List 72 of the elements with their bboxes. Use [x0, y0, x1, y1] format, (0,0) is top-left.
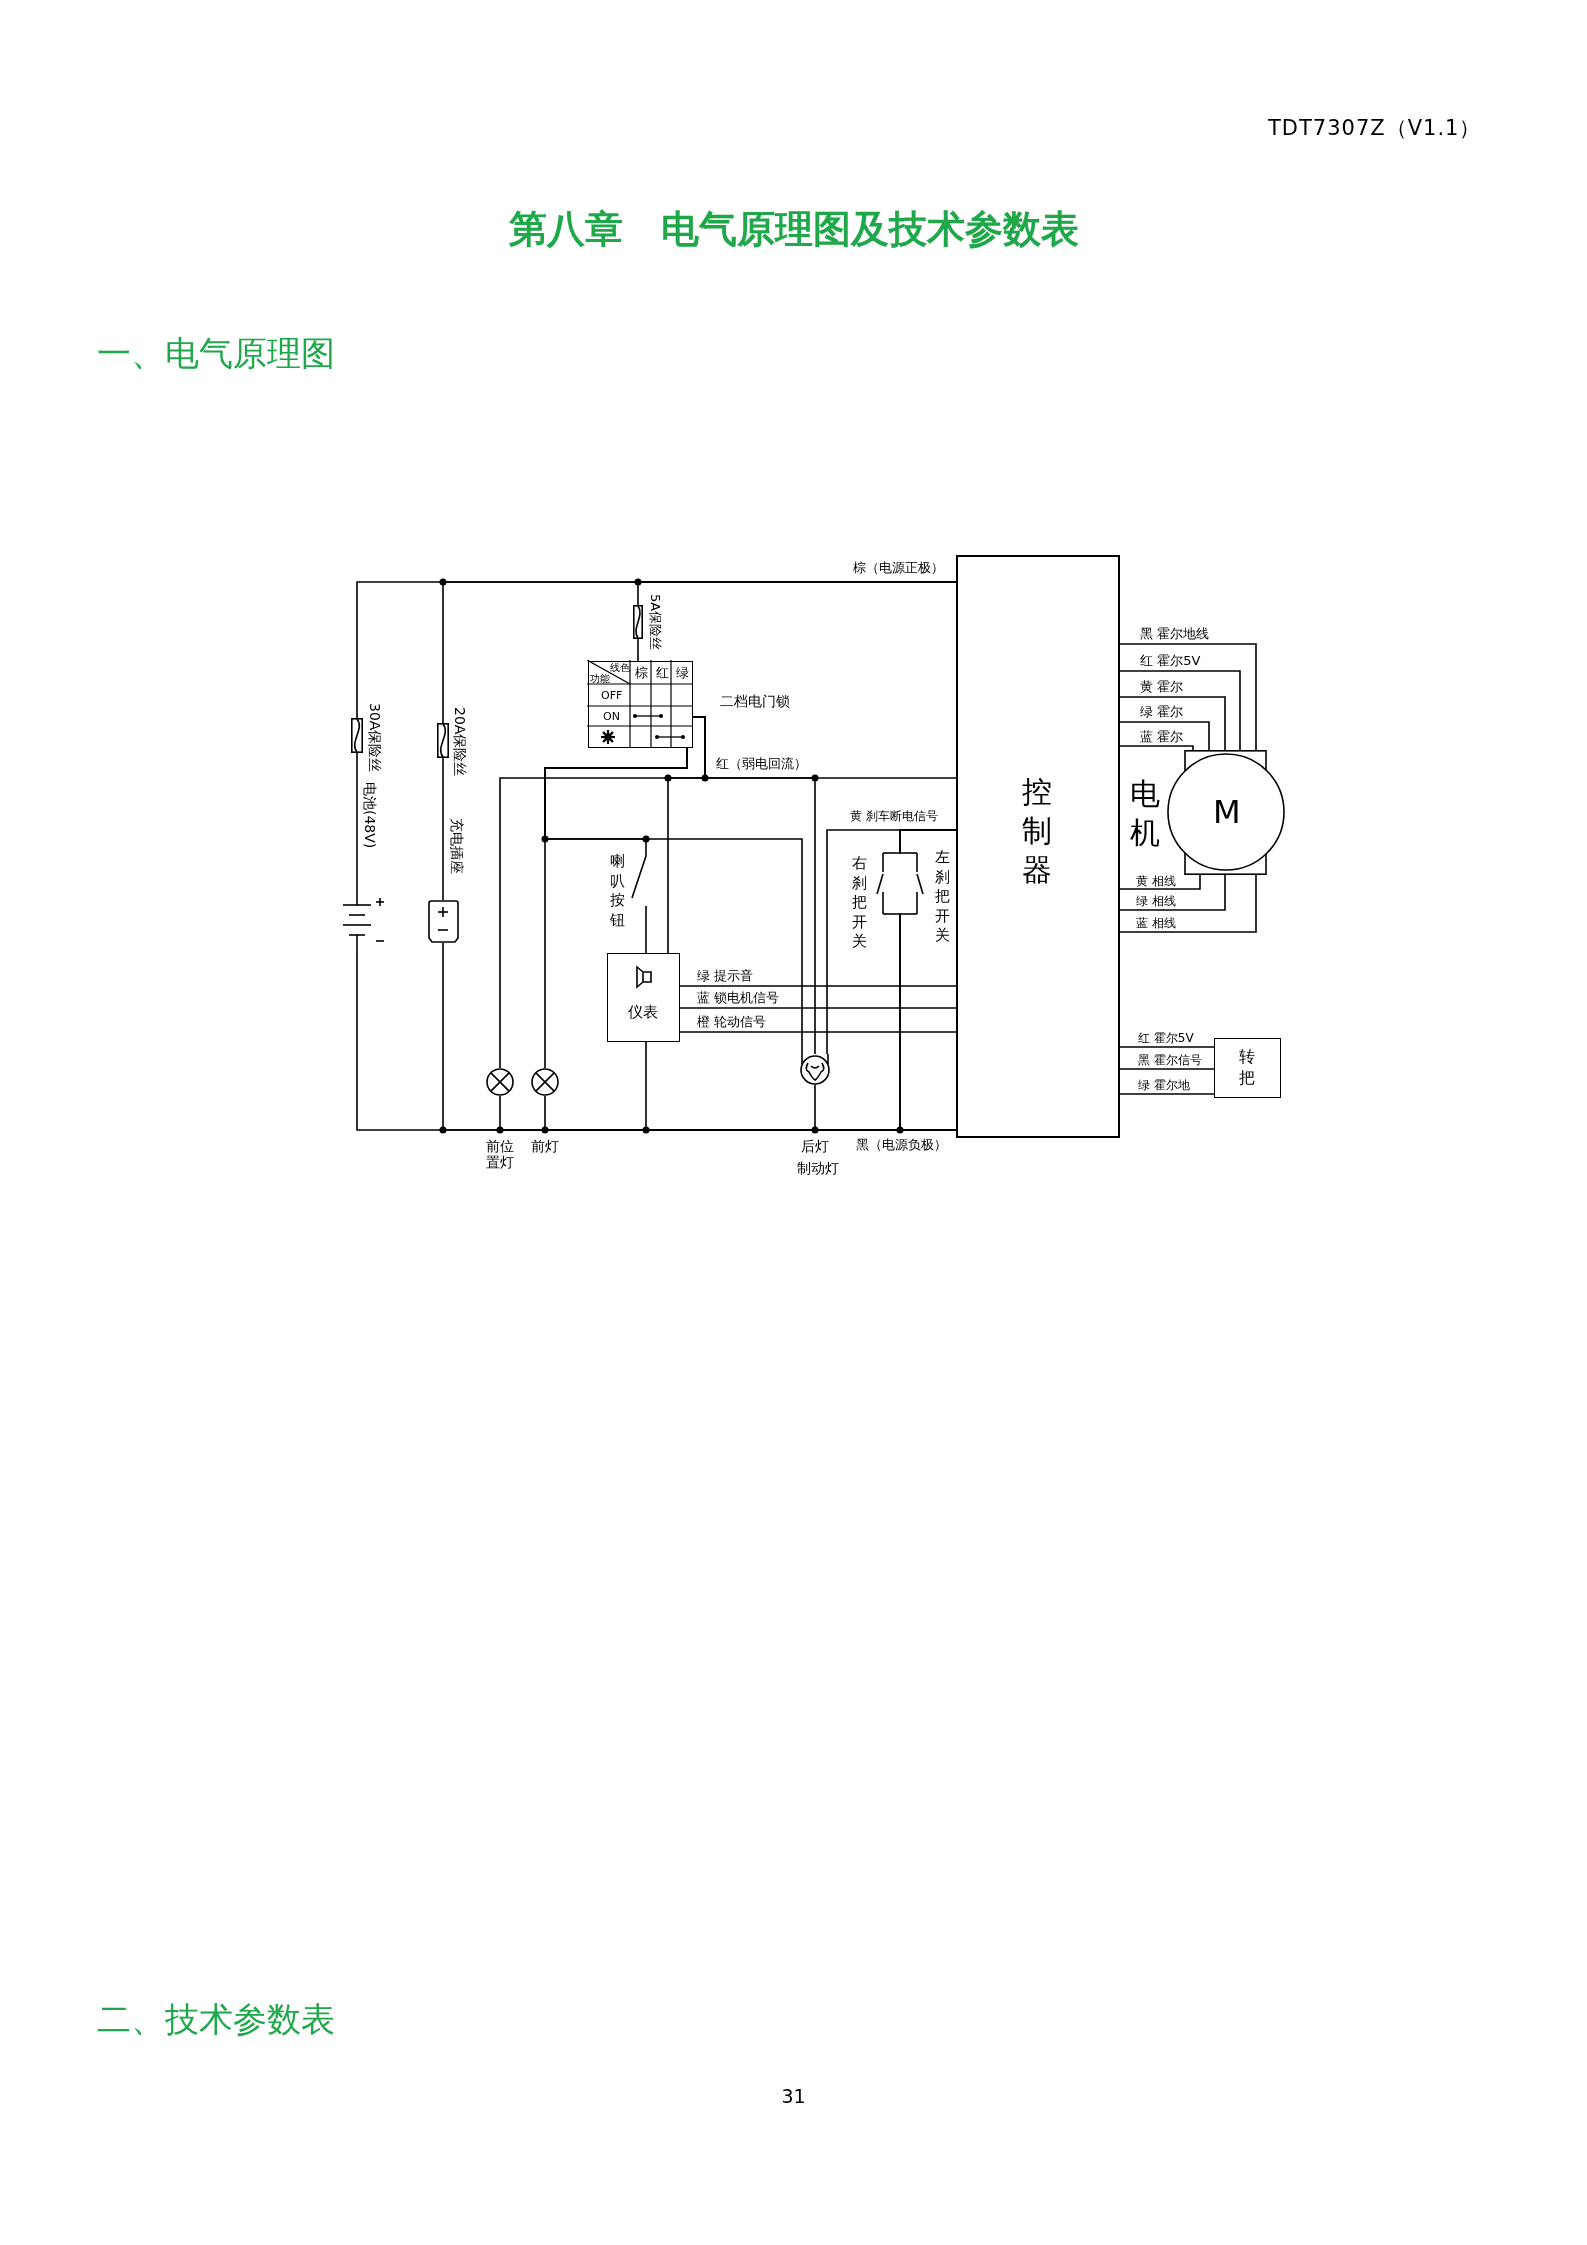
- controller-box: [956, 555, 1120, 1138]
- wire-label: 黄 相线: [1136, 875, 1176, 889]
- table-cell-text: 绿: [676, 666, 689, 681]
- meter-label: 仪表: [627, 1004, 659, 1022]
- motor-label: 电机: [1129, 775, 1162, 852]
- switch-label: 喇叭按钮: [609, 852, 627, 930]
- wire: [1119, 1068, 1215, 1070]
- wire: [1119, 874, 1226, 911]
- wire: [679, 985, 957, 987]
- wire: [1119, 670, 1241, 751]
- wire: [692, 716, 816, 1055]
- switch-label: 左刹把开关: [934, 848, 952, 946]
- wire-label: 蓝 霍尔: [1140, 730, 1184, 745]
- wire: [1119, 696, 1226, 751]
- wire: [637, 581, 957, 606]
- wire: [679, 1031, 957, 1033]
- wire-label: 黄 刹车断电信号: [850, 810, 938, 824]
- switch-table: [588, 661, 693, 748]
- wire-label: 蓝 相线: [1136, 917, 1176, 931]
- wire: [645, 914, 647, 954]
- throttle-label: 转把: [1238, 1047, 1257, 1089]
- fuse-label: 20A保险丝: [452, 707, 469, 777]
- lamp-label: 制动灯: [797, 1160, 839, 1177]
- wire: [1119, 745, 1194, 751]
- wire-label: 棕（电源正极）: [853, 561, 944, 576]
- motor-letter: M: [1213, 794, 1241, 831]
- section-heading: 一、电气原理图: [97, 334, 335, 374]
- wire-label: 蓝 锁电机信号: [697, 991, 780, 1006]
- wire: [1119, 643, 1257, 751]
- wire: [637, 638, 639, 662]
- table-cell-text: 功能: [590, 673, 610, 685]
- wire: [1119, 721, 1210, 751]
- wire-label: 橙 轮动信号: [697, 1015, 767, 1030]
- table-cell-text: ON: [603, 711, 620, 724]
- throttle-box: [1214, 1038, 1281, 1098]
- wire-label: 绿 霍尔: [1140, 705, 1184, 720]
- wire-label: 绿 提示音: [697, 969, 754, 984]
- wire-label: 绿 相线: [1136, 895, 1176, 909]
- fuse-label: 5A保险丝: [647, 594, 662, 651]
- wire: [1119, 1093, 1215, 1095]
- header-text: TDT7307Z（V1.1）: [1268, 116, 1482, 141]
- wire-label: 黑 霍尔信号: [1138, 1054, 1202, 1068]
- wire-label: 红 霍尔5V: [1138, 1032, 1194, 1046]
- wire-label: 红 霍尔5V: [1140, 654, 1201, 669]
- page-number: 31: [780, 2086, 807, 2108]
- table-cell-text: 棕: [635, 666, 648, 681]
- table-cell-text: OFF: [601, 690, 623, 703]
- lamp-label: 后灯: [801, 1138, 829, 1155]
- fuse-label: 30A保险丝: [367, 703, 384, 773]
- switch-label: 二档电门锁: [720, 693, 790, 710]
- meter-box: [607, 953, 680, 1042]
- battery-label: 电池(48V): [362, 782, 379, 849]
- wire: [1119, 1046, 1215, 1048]
- wire: [544, 747, 803, 1055]
- wire: [356, 752, 358, 896]
- page-title: 第八章 电气原理图及技术参数表: [507, 208, 1080, 252]
- wire: [442, 757, 444, 901]
- wire-label: 黄 霍尔: [1140, 680, 1184, 695]
- wire-label: 绿 霍尔地: [1138, 1079, 1190, 1093]
- lamp-label: 前位置灯: [485, 1138, 515, 1171]
- wire: [1119, 874, 1201, 890]
- controller-label: 控制器: [1021, 773, 1054, 889]
- wire-label: 黑（电源负极）: [856, 1138, 947, 1153]
- socket-label: 充电插座: [449, 818, 466, 874]
- wire-label: 红（弱电回流）: [716, 757, 807, 772]
- wire-label: 黑 霍尔地线: [1140, 627, 1210, 642]
- table-cell-text: 红: [656, 666, 669, 681]
- switch-label: 右刹把开关: [851, 854, 869, 952]
- section-heading: 二、技术参数表: [97, 2000, 335, 2040]
- lamp-label: 前灯: [531, 1138, 559, 1155]
- wire: [1119, 874, 1257, 933]
- wire: [679, 1007, 957, 1009]
